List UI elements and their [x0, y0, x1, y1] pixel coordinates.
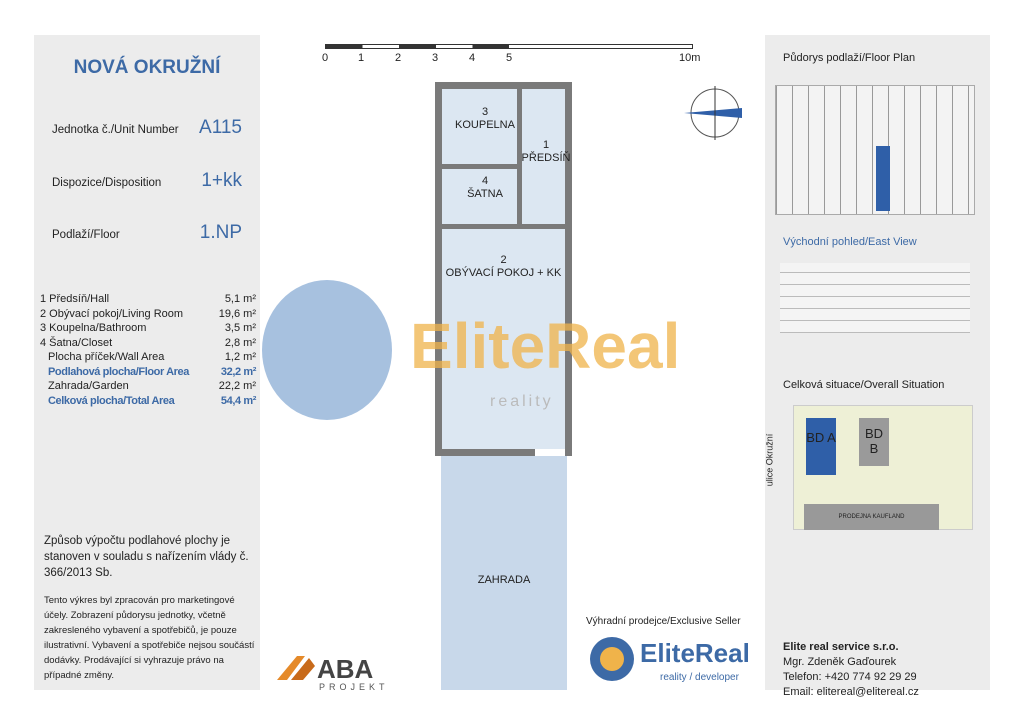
scale-tick: 3: [432, 52, 439, 64]
east-view-thumbnail: [780, 263, 970, 333]
scale-tick: 2: [395, 52, 402, 64]
scale-tick: 0: [322, 52, 329, 64]
area-name: Celková plocha/Total Area: [48, 394, 175, 407]
compass-icon: [672, 78, 762, 153]
area-row: Podlahová plocha/Floor Area 32,2 m²: [40, 366, 256, 379]
area-row: 4 Šatna/Closet 2,8 m²: [40, 337, 256, 350]
area-name: 2 Obývací pokoj/Living Room: [40, 307, 184, 320]
area-row: Zahrada/Garden 22,2 m²: [40, 380, 256, 393]
unit-number-label: Jednotka č./Unit Number: [52, 124, 179, 136]
company-name: Elite real service s.r.o.: [783, 641, 899, 653]
area-name: 1 Předsíň/Hall: [40, 293, 110, 305]
scale-tick: 5: [506, 52, 513, 64]
context-panel: Půdorys podlaží/Floor Plan Východní pohl…: [764, 35, 990, 698]
area-name: 4 Šatna/Closet: [40, 336, 113, 349]
area-value: 32,2 m²: [220, 365, 257, 378]
scale-tick: 4: [469, 52, 476, 64]
area-row: 3 Koupelna/Bathroom 3,5 m²: [40, 322, 256, 335]
area-value: 3,5 m²: [224, 322, 256, 334]
watermark-text: EliteReal: [410, 310, 681, 382]
garden-label: ZAHRADA: [477, 574, 531, 586]
area-name: 3 Koupelna/Bathroom: [40, 322, 147, 334]
area-row: 1 Předsíň/Hall 5,1 m²: [40, 293, 256, 306]
watermark-emblem: [262, 280, 392, 420]
unit-number-value: A115: [199, 117, 242, 138]
floor-value: 1.NP: [199, 222, 242, 243]
scale-bar: [325, 44, 693, 49]
aba-projekt-logo: ABA PROJEKT: [275, 648, 415, 692]
situation-heading: Celková situace/Overall Situation: [783, 379, 945, 391]
area-value: 5,1 m²: [224, 293, 256, 305]
area-row: Plocha příček/Wall Area 1,2 m²: [40, 351, 256, 364]
svg-text:PROJEKT: PROJEKT: [319, 682, 389, 692]
project-title: NOVÁ OKRUŽNÍ: [73, 57, 221, 78]
contact-phone[interactable]: Telefon: +420 774 92 29 29: [783, 671, 917, 683]
floor-label: Podlaží/Floor: [52, 229, 120, 241]
area-name: Plocha příček/Wall Area: [48, 351, 165, 363]
disposition-value: 1+kk: [201, 170, 242, 191]
area-name: Podlahová plocha/Floor Area: [48, 365, 189, 378]
area-value: 22,2 m²: [218, 380, 256, 392]
east-view-heading: Východní pohled/East View: [783, 236, 917, 248]
scale-tick: 1: [358, 52, 365, 64]
area-row: 2 Obývací pokoj/Living Room 19,6 m²: [40, 308, 256, 321]
seller-logo-emblem: [590, 637, 634, 681]
garden-area: [441, 456, 567, 690]
area-calc-note: Způsob výpočtu podlahové plochy je stano…: [44, 535, 249, 579]
seller-logo-sub: reality / developer: [660, 672, 739, 683]
seller-label: Výhradní prodejce/Exclusive Seller: [586, 616, 741, 627]
area-name: Zahrada/Garden: [48, 380, 129, 392]
contact-email[interactable]: Email: elitereal@elitereal.cz: [783, 686, 919, 698]
store-building: PRODEJNA KAUFLAND: [804, 504, 939, 530]
area-value: 54,4 m²: [220, 394, 257, 407]
contact-person: Mgr. Zdeněk Gaďourek: [783, 656, 897, 668]
unit-floor-plan: [435, 82, 572, 456]
area-value: 2,8 m²: [224, 336, 256, 349]
street-label: ulice Okružní: [764, 433, 775, 487]
watermark-sub: reality: [490, 393, 554, 410]
scale-tick: 10m: [679, 52, 701, 64]
floor-plan-heading: Půdorys podlaží/Floor Plan: [783, 52, 916, 64]
svg-text:ABA: ABA: [317, 654, 374, 684]
seller-logo-text: EliteReal: [640, 638, 750, 668]
area-value: 19,6 m²: [218, 307, 256, 320]
floor-plan-thumbnail: [775, 85, 975, 215]
building-b: BD B: [859, 418, 889, 466]
area-value: 1,2 m²: [224, 351, 256, 363]
unit-info-panel: NOVÁ OKRUŽNÍ Jednotka č./Unit Number A11…: [34, 35, 260, 690]
area-row: Celková plocha/Total Area 54,4 m²: [40, 395, 256, 408]
building-a: BD A: [806, 418, 836, 475]
situation-map: BD A BD B PRODEJNA KAUFLAND: [793, 405, 973, 530]
disclaimer-note: Tento výkres byl zpracován pro marketing…: [44, 595, 255, 681]
disposition-label: Dispozice/Disposition: [52, 177, 162, 189]
